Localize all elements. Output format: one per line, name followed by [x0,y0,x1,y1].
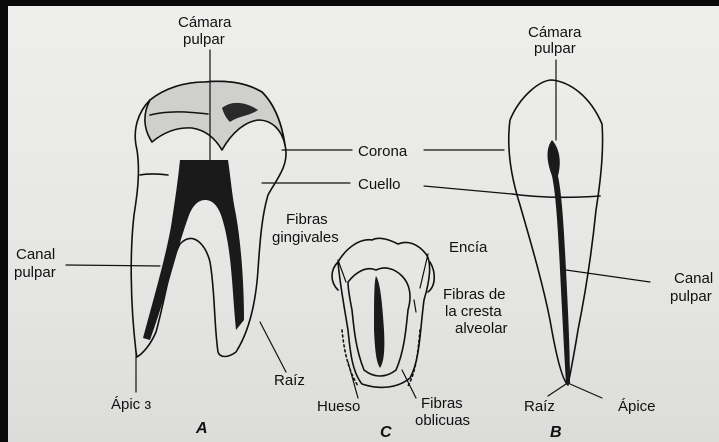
label-canal-pulpar-b: Canal [674,270,713,287]
label-camara-pulpar-b-line2: pulpar [534,40,576,57]
label-canal-pulpar-b-line2: pulpar [670,288,712,305]
molar-neck-line [140,174,168,175]
caption-a: A [196,420,208,438]
label-apice-a: Ápic ɜ [111,396,151,413]
label-fibras-oblicuas: Fibras [421,395,463,412]
label-fibras-cresta-alveolar-line3: alveolar [455,320,508,337]
root-canal-c [374,276,384,368]
incisor-pulp [548,140,571,384]
label-apice-b: Ápice [618,398,656,415]
label-fibras-cresta-alveolar: Fibras de [443,286,506,303]
molar-pulp [143,160,244,340]
label-hueso: Hueso [317,398,360,415]
label-canal-pulpar-a-line2: pulpar [14,264,56,281]
molar-tooth-a [131,81,286,357]
label-camara-pulpar-a: Cámara [178,14,231,31]
cross-section-c [332,238,434,387]
label-canal-pulpar-a: Canal [16,246,55,263]
label-corona: Corona [358,143,407,160]
label-camara-pulpar-a-line2: pulpar [183,31,225,48]
caption-c: C [380,424,392,442]
label-camara-pulpar-b: Cámara [528,24,581,41]
label-fibras-gingivales: Fibras [286,211,328,228]
label-fibras-gingivales-line2: gingivales [272,229,339,246]
label-raiz-a: Raíz [274,372,305,389]
label-fibras-cresta-alveolar-line2: la cresta [445,303,502,320]
label-fibras-oblicuas-line2: oblicuas [415,412,470,429]
molar-enamel [145,81,285,150]
caption-b: B [550,424,562,442]
label-cuello: Cuello [358,176,401,193]
label-encia: Encía [449,239,487,256]
label-raiz-b: Raíz [524,398,555,415]
